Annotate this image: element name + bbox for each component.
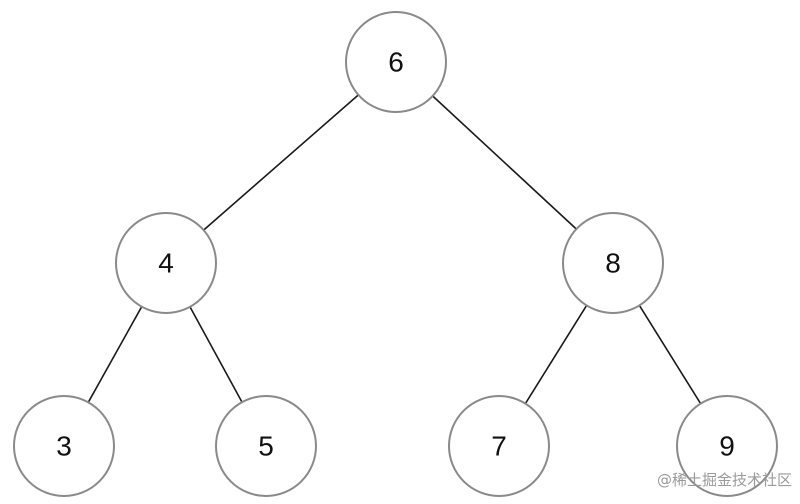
tree-edges bbox=[87, 94, 702, 405]
node-label: 4 bbox=[158, 248, 174, 279]
edge-n4-n5 bbox=[189, 306, 243, 403]
edge-n4-n3 bbox=[87, 306, 143, 403]
tree-node-6: 6 bbox=[345, 11, 447, 113]
node-label: 3 bbox=[56, 431, 72, 462]
tree-node-3: 3 bbox=[13, 395, 115, 497]
edge-n6-n4 bbox=[203, 94, 359, 231]
node-label: 9 bbox=[719, 431, 735, 462]
node-circle bbox=[115, 212, 217, 314]
edge-n8-n7 bbox=[524, 304, 588, 405]
tree-node-9: 9 bbox=[676, 395, 778, 497]
tree-node-4: 4 bbox=[115, 212, 217, 314]
node-label: 7 bbox=[491, 431, 507, 462]
tree-node-7: 7 bbox=[448, 395, 550, 497]
node-circle bbox=[215, 395, 317, 497]
node-circle bbox=[448, 395, 550, 497]
tree-node-8: 8 bbox=[562, 212, 664, 314]
node-circle bbox=[13, 395, 115, 497]
node-label: 5 bbox=[258, 431, 274, 462]
node-label: 6 bbox=[388, 47, 404, 78]
node-label: 8 bbox=[605, 248, 621, 279]
edge-n6-n8 bbox=[432, 95, 577, 230]
tree-node-5: 5 bbox=[215, 395, 317, 497]
watermark-text: @稀土掘金技术社区 bbox=[656, 471, 792, 489]
node-circle bbox=[676, 395, 778, 497]
node-circle bbox=[345, 11, 447, 113]
edge-n8-n9 bbox=[638, 304, 702, 405]
node-circle bbox=[562, 212, 664, 314]
tree-nodes: 6 4 8 3 5 7 9 bbox=[13, 11, 778, 497]
